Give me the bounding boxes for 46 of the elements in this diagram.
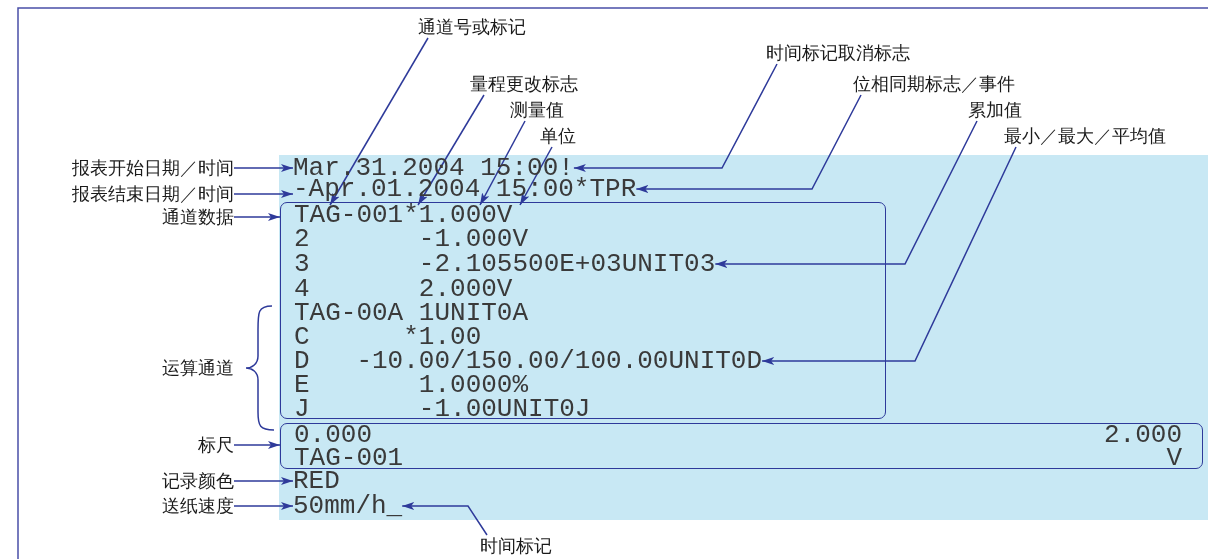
callout-label: 记录颜色 xyxy=(162,470,234,492)
callout-label: 报表结束日期／时间 xyxy=(72,183,234,205)
leader-arrow xyxy=(233,441,281,449)
channel-data-box xyxy=(280,202,886,419)
callout-label: 报表开始日期／时间 xyxy=(72,157,234,179)
printout-line: RED xyxy=(293,471,340,491)
scale-box xyxy=(280,423,1203,469)
callout-label: 量程更改标志 xyxy=(470,73,578,95)
leader-arrow xyxy=(401,502,488,536)
leader-arrow xyxy=(329,37,429,206)
leader-arrow xyxy=(573,63,778,172)
callout-label: 运算通道 xyxy=(162,357,234,379)
scale-value: 2.000 xyxy=(1104,425,1182,445)
callout-label: 通道号或标记 xyxy=(418,16,526,38)
printout-line: C *1.00 xyxy=(294,327,482,347)
callout-label: 标尺 xyxy=(198,434,234,456)
printout-line: TAG-001*1.000V xyxy=(294,205,513,225)
leader-arrow xyxy=(635,94,862,193)
printout-line: E 1.0000% xyxy=(294,375,529,395)
leader-arrow xyxy=(233,164,294,172)
callout-label: 最小／最大／平均值 xyxy=(1004,125,1166,147)
printout-line: 50mm/h_ xyxy=(293,496,403,516)
leader-arrow xyxy=(233,190,294,198)
scale-value: 0.000 xyxy=(294,425,372,445)
callout-label: 测量值 xyxy=(510,99,564,121)
callout-label: 时间标记 xyxy=(480,535,552,557)
leader-arrow xyxy=(233,213,281,221)
printout-line: 3 -2.105500E+03UNIT03 xyxy=(294,254,716,274)
leader-arrow xyxy=(233,502,294,510)
callout-label: 累加值 xyxy=(968,99,1022,121)
printout-line: D -10.00/150.00/100.00UNIT0D xyxy=(294,351,763,371)
printout-line: 2 -1.000V xyxy=(294,229,529,249)
unit-text: V xyxy=(1166,448,1182,468)
printout-panel xyxy=(279,155,1208,520)
callout-label: 通道数据 xyxy=(162,206,234,228)
callout-label: 位相同期标志／事件 xyxy=(853,73,1015,95)
printout-line: 4 2.000V xyxy=(294,279,513,299)
tag-text: TAG-001 xyxy=(294,448,404,468)
printout-line: J -1.00UNIT0J xyxy=(294,399,591,419)
leader-arrow xyxy=(714,120,978,268)
callout-label: 送纸速度 xyxy=(162,495,234,517)
leader-arrow xyxy=(233,477,294,485)
leader-arrow xyxy=(417,94,485,206)
callout-label: 单位 xyxy=(540,125,576,147)
callout-label: 时间标记取消标志 xyxy=(766,42,910,64)
printout-line: TAG-00A 1UNIT0A xyxy=(294,303,529,323)
